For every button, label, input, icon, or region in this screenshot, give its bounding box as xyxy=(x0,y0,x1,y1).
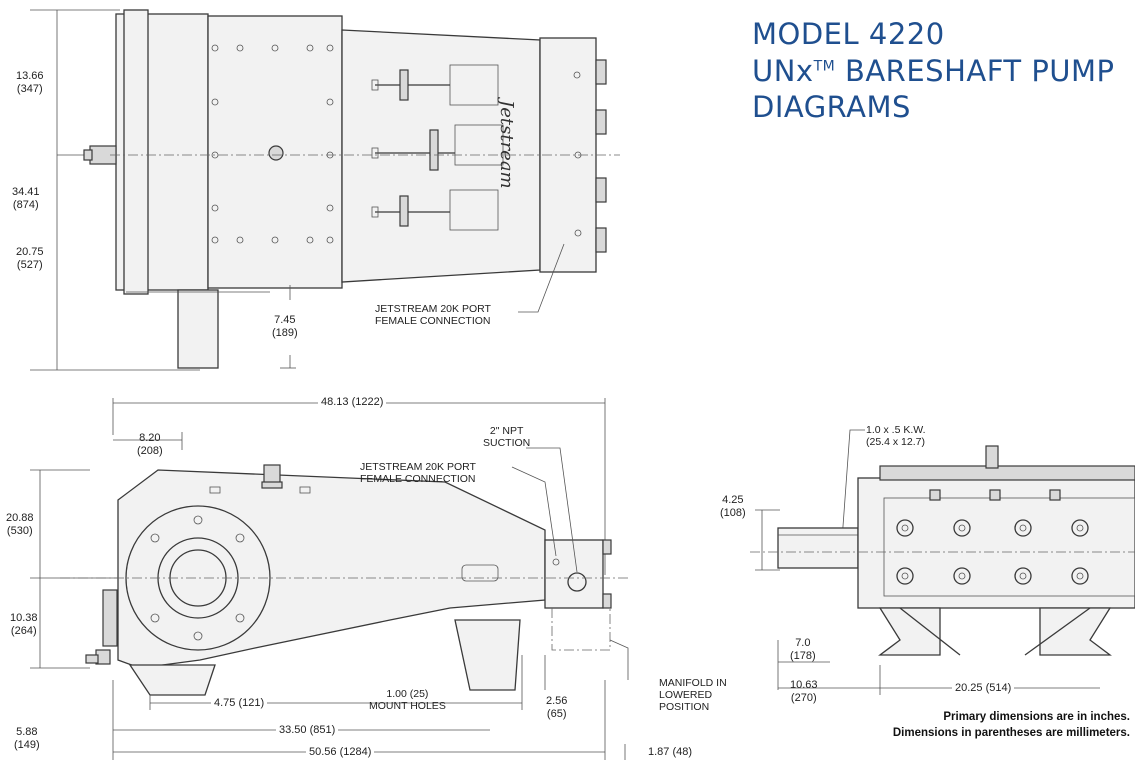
dim-2-56: 2.56(65) xyxy=(546,695,568,720)
dim-20-75: 20.75(527) xyxy=(16,246,44,271)
dim-20-88: 20.88(530) xyxy=(6,512,34,537)
dim-20-25: 20.25 (514) xyxy=(952,682,1015,695)
mount-holes-label: 1.00 (25)MOUNT HOLES xyxy=(369,688,446,712)
dim-50-56: 50.56 (1284) xyxy=(306,746,375,759)
dim-10-63: 10.63(270) xyxy=(790,679,818,704)
title-line-3: DIAGRAMS xyxy=(752,90,911,124)
end-view xyxy=(750,429,1135,695)
dim-5-88: 5.88(149) xyxy=(14,726,40,751)
dim-7-0: 7.0(178) xyxy=(790,637,816,662)
dim-4-75: 4.75 (121) xyxy=(211,697,268,710)
dim-4-25: 4.25(108) xyxy=(720,494,746,519)
note-millimeters: Dimensions in parentheses are millimeter… xyxy=(892,727,1130,739)
dim-8-20: 8.20(208) xyxy=(137,432,163,457)
title-line-1: MODEL 4220 xyxy=(752,17,945,51)
plunger-assemblies xyxy=(371,64,504,231)
dim-48-13: 48.13 (1222) xyxy=(318,396,387,409)
keyway-label: 1.0 x .5 K.W.(25.4 x 12.7) xyxy=(866,424,926,448)
end-view-bolts xyxy=(896,519,1089,585)
dim-13-66: 13.66(347) xyxy=(16,70,44,95)
side-view xyxy=(30,398,630,760)
dim-1-87: 1.87 (48) xyxy=(648,746,693,758)
title-line-2-prefix: UNx xyxy=(752,54,814,88)
top-view xyxy=(30,9,620,371)
dim-7-45: 7.45(189) xyxy=(272,314,298,339)
title-line-2: UNxTM BARESHAFT PUMP xyxy=(752,57,1115,86)
jetstream-logo-text: Jetstream xyxy=(496,100,517,189)
crankcase-bolts xyxy=(211,44,334,244)
note-inches: Primary dimensions are in inches. xyxy=(943,711,1130,723)
dim-33-50: 33.50 (851) xyxy=(276,724,339,737)
dim-34-41: 34.41(874) xyxy=(12,186,40,211)
dim-10-38: 10.38(264) xyxy=(10,612,38,637)
trademark-mark: TM xyxy=(813,58,836,75)
title-line-2-suffix: BARESHAFT PUMP xyxy=(835,54,1115,88)
